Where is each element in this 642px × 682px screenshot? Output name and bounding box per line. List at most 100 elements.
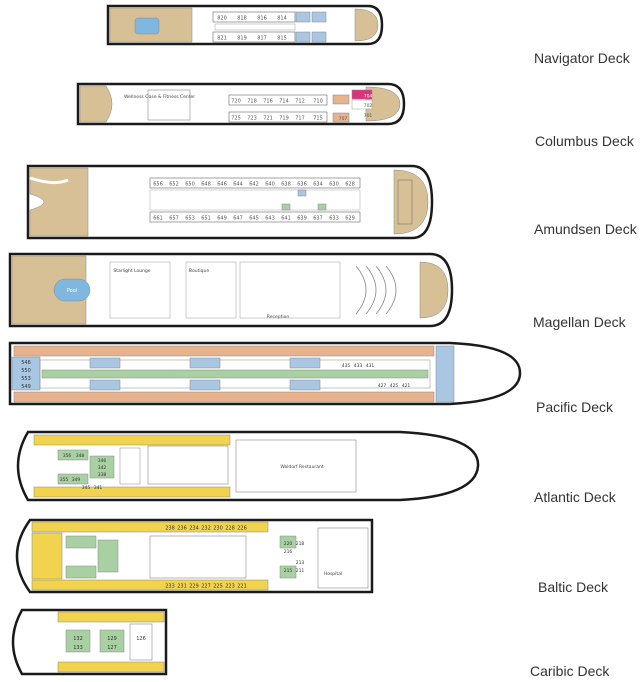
columbus-fore-deck (365, 86, 401, 122)
cabin-label: 657 (169, 216, 179, 222)
area-label-reception: Reception (267, 314, 290, 320)
cabin-label: 649 (217, 216, 227, 222)
cabin-label: 236 (177, 526, 187, 532)
cabin-label: 816 (257, 16, 267, 22)
cabin-label: 719 (279, 116, 289, 122)
cabin-label: 653 (185, 216, 195, 222)
deck-label-pacific: Pacific Deck (536, 399, 614, 415)
columbus-suite (351, 89, 373, 100)
navigator-fore-deck (354, 8, 379, 42)
columbus-aft-deck (79, 85, 113, 123)
cabin-label: 646 (217, 182, 227, 188)
pacific-deck: 546 550 553 549 435 433 431 427 425 421 (8, 341, 522, 406)
cabin-label: 651 (201, 216, 211, 222)
amundsen-aft-deck (29, 167, 89, 237)
cabin-label: 356 (63, 453, 72, 459)
cabin-label: 425 (390, 383, 399, 389)
cabin-label: 346 (98, 458, 107, 464)
cabin-label: 817 (257, 36, 267, 42)
cabin-label: 707 (339, 116, 348, 122)
cabin-label: 345 (82, 485, 91, 491)
cabin-label: 638 (281, 182, 291, 188)
cabin-label: 702 (364, 103, 373, 109)
cabin-label: 642 (249, 182, 259, 188)
cabin-label: 820 (217, 16, 227, 22)
cabin-label: 341 (94, 485, 103, 491)
area-label-starlight-lounge: Starlight Lounge (113, 268, 150, 274)
navigator-deck: 820 818 816 814 821 819 817 815 (106, 4, 384, 46)
cabin-label: 815 (277, 36, 287, 42)
cabin-label: 233 (165, 584, 175, 590)
cabin-label: 821 (217, 36, 227, 42)
pacific-cabins: 546 550 553 549 435 433 431 427 425 421 (11, 345, 455, 403)
magellan-aft-deck (11, 255, 87, 325)
cabin-label: 215 (284, 568, 293, 574)
baltic-cabins: 238 236 234 232 230 228 226 233 231 229 … (31, 521, 369, 591)
atlantic-deck: 356 348 346 342 338 355 349 345 341 Wald… (16, 430, 480, 502)
columbus-cabins: 720 718 716 714 712 710 725 723 721 719 … (228, 89, 373, 123)
magellan-deck: Pool Starlight Lounge Boutique Reception (8, 252, 454, 328)
amundsen-fore-deck (393, 169, 429, 235)
cabin-label: 342 (98, 465, 107, 471)
cabin-label: 652 (169, 182, 179, 188)
cabin-label: 661 (153, 216, 163, 222)
cabin-label: 229 (189, 584, 199, 590)
caribic-cabins: 132 129 126 133 127 (57, 611, 165, 673)
cabin-label: 549 (21, 384, 31, 390)
cabin-label: 216 (284, 549, 293, 555)
cabin-label: 338 (98, 472, 107, 478)
cabin-label: 725 (231, 116, 241, 122)
deck-label-amundsen: Amundsen Deck (534, 221, 637, 237)
cabin-label: 641 (281, 216, 291, 222)
magellan-pool (53, 278, 91, 302)
amundsen-cabins: 656 652 650 648 646 644 642 640 638 636 … (149, 177, 413, 225)
cabin-label: 648 (201, 182, 211, 188)
cabin-label: 645 (249, 216, 259, 222)
cabin-label: 433 (354, 363, 363, 369)
deck-label-atlantic: Atlantic Deck (534, 489, 616, 505)
cabin-label: 349 (72, 477, 81, 483)
cabin-label: 126 (136, 636, 146, 642)
area-label-restaurant: Waldorf Restaurant (280, 464, 324, 470)
cabin-label: 716 (263, 99, 273, 105)
cabin-label: 221 (237, 584, 247, 590)
cabin-label: 639 (297, 216, 307, 222)
cabin-label: 231 (177, 584, 187, 590)
area-label-boutique: Boutique (189, 268, 209, 274)
navigator-cabins: 820 818 816 814 821 819 817 815 (212, 11, 327, 43)
cabin-label: 234 (189, 526, 199, 532)
cabin-label: 546 (21, 360, 31, 366)
atlantic-cabins: 356 348 346 342 338 355 349 345 341 Wald… (33, 434, 357, 498)
cabin-label: 628 (345, 182, 355, 188)
cabin-label: 640 (265, 182, 275, 188)
cabin-label: 710 (313, 99, 323, 105)
cabin-label: 636 (297, 182, 307, 188)
cabin-label: 553 (21, 376, 31, 382)
cabin-label: 818 (237, 16, 247, 22)
cabin-label: 630 (329, 182, 339, 188)
area-label-wellness: Wellness Oase & Fitness Center (124, 94, 195, 100)
cabin-label: 133 (73, 645, 83, 651)
cabin-label: 647 (233, 216, 243, 222)
cabin-label: 629 (345, 216, 355, 222)
cabin-label: 715 (313, 116, 323, 122)
cabin-label: 819 (237, 36, 247, 42)
navigator-whirlpool (134, 17, 160, 35)
cabin-label: 228 (225, 526, 235, 532)
cabin-label: 634 (313, 182, 323, 188)
cabin-label: 435 (342, 363, 351, 369)
cabin-label: 232 (201, 526, 211, 532)
cabin-label: 218 (296, 541, 305, 547)
cabin-label: 704 (364, 94, 373, 100)
cabin-label: 213 (296, 560, 305, 566)
cabin-label: 633 (329, 216, 339, 222)
cabin-label: 127 (107, 645, 117, 651)
deck-label-caribic: Caribic Deck (530, 663, 610, 679)
cabin-label: 227 (201, 584, 211, 590)
cabin-label: 701 (364, 113, 373, 119)
deck-label-navigator: Navigator Deck (534, 50, 630, 66)
amundsen-deck: 656 652 650 648 646 644 642 640 638 636 … (26, 164, 434, 240)
deck-label-baltic: Baltic Deck (538, 579, 609, 595)
area-label-hospital: Hospital (324, 571, 342, 577)
cabin-label: 129 (107, 636, 117, 642)
